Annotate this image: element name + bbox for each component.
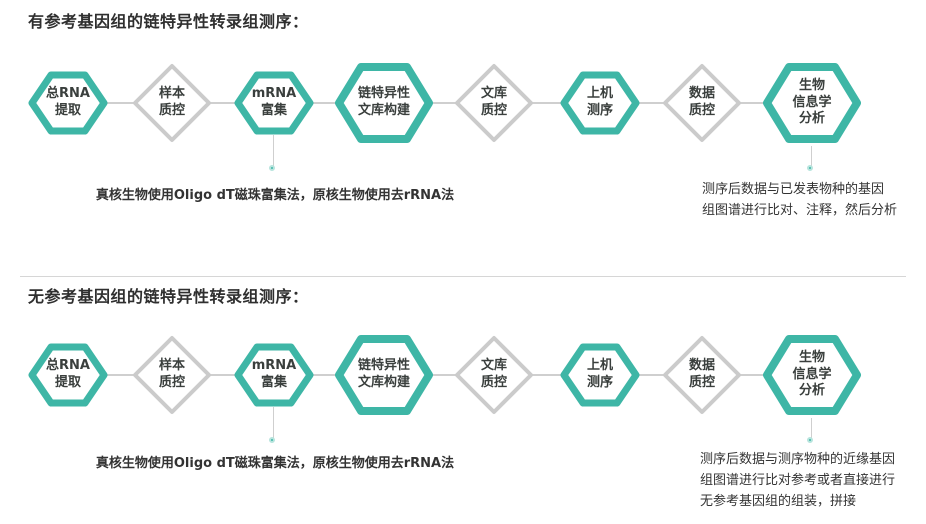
hexagon-shape — [335, 63, 433, 143]
diamond-shape — [663, 336, 741, 414]
section-title-with-reference: 有参考基因组的链特异性转录组测序： — [28, 12, 309, 31]
hexagon-shape — [28, 71, 108, 135]
node-label: 数据 质控 — [688, 358, 715, 390]
hexagon-shape — [560, 343, 640, 407]
node-label: 链特异性 文库构建 — [357, 86, 410, 118]
node-label: 数据 质控 — [688, 86, 715, 118]
annotation-dot — [807, 165, 813, 171]
node-label: 样本 质控 — [158, 86, 185, 118]
hexagon-shape — [763, 63, 861, 143]
node-label: 文库 质控 — [480, 86, 507, 118]
diamond-shape — [663, 64, 741, 142]
connector-line — [811, 418, 812, 438]
flow1-node-total-rna-extraction: 总RNA 提取 — [28, 69, 108, 137]
node-label: 总RNA 提取 — [46, 358, 90, 390]
node-label: mRNA 富集 — [251, 358, 297, 390]
hexagon-shape — [335, 335, 433, 415]
flow2-node-sequencing: 上机 测序 — [560, 341, 640, 409]
hexagon-shape — [560, 71, 640, 135]
diamond-shape — [133, 336, 211, 414]
section-title-without-reference: 无参考基因组的链特异性转录组测序： — [28, 287, 309, 306]
connector-line — [273, 407, 274, 438]
flow2-node-sample-qc: 样本 质控 — [130, 333, 214, 417]
node-label: 上机 测序 — [586, 358, 613, 390]
diamond-shape — [455, 64, 533, 142]
flow1-node-sequencing: 上机 测序 — [560, 69, 640, 137]
hexagon-shape — [234, 343, 314, 407]
flow-rail — [68, 374, 812, 376]
flow2-node-total-rna-extraction: 总RNA 提取 — [28, 341, 108, 409]
node-label: 生物 信息学 分析 — [792, 349, 832, 399]
hexagon-shape — [234, 71, 314, 135]
hexagon-shape — [28, 343, 108, 407]
node-label: 总RNA 提取 — [46, 86, 90, 118]
flow1-node-strand-library-construction: 链特异性 文库构建 — [334, 59, 434, 147]
flow-rail — [68, 102, 812, 104]
annotation-dot — [269, 437, 275, 443]
flow1-node-sample-qc: 样本 质控 — [130, 61, 214, 145]
flow1-node-bioinformatics-analysis: 生物 信息学 分析 — [762, 59, 862, 147]
diamond-shape — [133, 64, 211, 142]
connector-line — [811, 146, 812, 166]
bioinformatics-note: 测序后数据与测序物种的近缘基因 组图谱进行比对参考或者直接进行 无参考基因组的组… — [700, 452, 896, 509]
node-label: 生物 信息学 分析 — [792, 77, 832, 127]
section-divider — [20, 276, 906, 277]
node-label: 文库 质控 — [480, 358, 507, 390]
flow2-node-strand-library-construction: 链特异性 文库构建 — [334, 331, 434, 419]
node-label: 上机 测序 — [586, 86, 613, 118]
hexagon-shape — [763, 335, 861, 415]
flow1-node-data-qc: 数据 质控 — [660, 61, 744, 145]
flow1-node-library-qc: 文库 质控 — [452, 61, 536, 145]
annotation-dot — [807, 437, 813, 443]
annotation-dot — [269, 165, 275, 171]
flow2-node-bioinformatics-analysis: 生物 信息学 分析 — [762, 331, 862, 419]
diamond-shape — [455, 336, 533, 414]
mrna-enrichment-note: 真核生物使用Oligo dT磁珠富集法，原核生物使用去rRNA法 — [95, 456, 455, 471]
flow2-node-library-qc: 文库 质控 — [452, 333, 536, 417]
node-label: 链特异性 文库构建 — [357, 358, 410, 390]
flow2-node-mrna-enrichment: mRNA 富集 — [234, 341, 314, 409]
bioinformatics-note: 测序后数据与已发表物种的基因 组图谱进行比对、注释，然后分析 — [702, 182, 898, 218]
node-label: 样本 质控 — [158, 358, 185, 390]
node-label: mRNA 富集 — [251, 86, 297, 118]
flow1-node-mrna-enrichment: mRNA 富集 — [234, 69, 314, 137]
connector-line — [273, 135, 274, 166]
flow2-node-data-qc: 数据 质控 — [660, 333, 744, 417]
mrna-enrichment-note: 真核生物使用Oligo dT磁珠富集法，原核生物使用去rRNA法 — [95, 188, 455, 203]
